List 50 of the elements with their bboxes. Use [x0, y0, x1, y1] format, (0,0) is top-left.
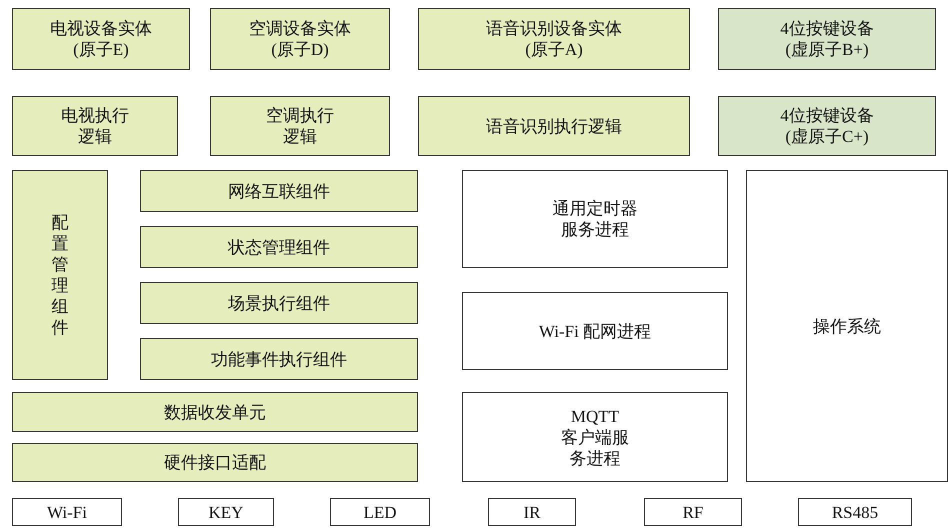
process-box [462, 292, 728, 370]
box-label: 操作系统 [813, 316, 881, 336]
box-label: 语音识别执行逻辑 [486, 116, 622, 136]
process-box [462, 392, 728, 482]
logic-box [12, 96, 178, 156]
box-label: RS485 [832, 502, 878, 522]
entity-box [418, 8, 690, 70]
component-box [12, 170, 108, 380]
box-label: Wi-Fi [47, 502, 87, 522]
box-label: KEY [208, 502, 244, 522]
interface-box [644, 498, 742, 526]
component-box [140, 338, 418, 380]
box-label: 语音识别设备实体 (原子A) [485, 18, 623, 60]
interface-box [488, 498, 576, 526]
box-label: 4位按键设备 (虚原子C+) [779, 105, 875, 147]
box-label: 电视执行逻辑 [60, 105, 130, 147]
os-box [746, 170, 948, 482]
entity-box [718, 96, 936, 156]
logic-box [418, 96, 690, 156]
box-label: 通用定时器服务进程 [552, 198, 638, 240]
box-label: 数据收发单元 [164, 402, 266, 422]
entity-box [718, 8, 936, 70]
logic-box [210, 96, 390, 156]
component-box [140, 282, 418, 324]
entity-box [12, 8, 190, 70]
box-label: RF [682, 502, 704, 522]
entity-box [210, 8, 390, 70]
interface-box [798, 498, 912, 526]
interface-box [178, 498, 274, 526]
box-label: LED [363, 502, 397, 522]
box-label: IR [524, 502, 540, 522]
box-label: 状态管理组件 [228, 236, 330, 258]
process-box [462, 170, 728, 268]
box-label: 4位按键设备 (虚原子B+) [779, 18, 875, 60]
box-label: 硬件接口适配 [164, 452, 266, 473]
unit-box [12, 443, 418, 482]
interface-box [330, 498, 430, 526]
component-box [140, 226, 418, 268]
box-label: 电视设备实体 (原子E) [49, 18, 153, 60]
box-label: 空调执行逻辑 [265, 105, 335, 147]
box-label: 功能事件执行组件 [211, 348, 347, 370]
box-label: 空调设备实体 (原子D) [248, 18, 352, 60]
component-box [140, 170, 418, 212]
box-label: MQTT 客户端服务进程 [561, 406, 629, 468]
unit-box [12, 392, 418, 432]
box-label: 场景执行组件 [228, 292, 330, 314]
interface-box [12, 498, 122, 526]
box-label: Wi-Fi 配网进程 [538, 320, 652, 342]
box-label: 网络互联组件 [228, 180, 330, 202]
box-label: 配置管理组件 [50, 212, 70, 338]
